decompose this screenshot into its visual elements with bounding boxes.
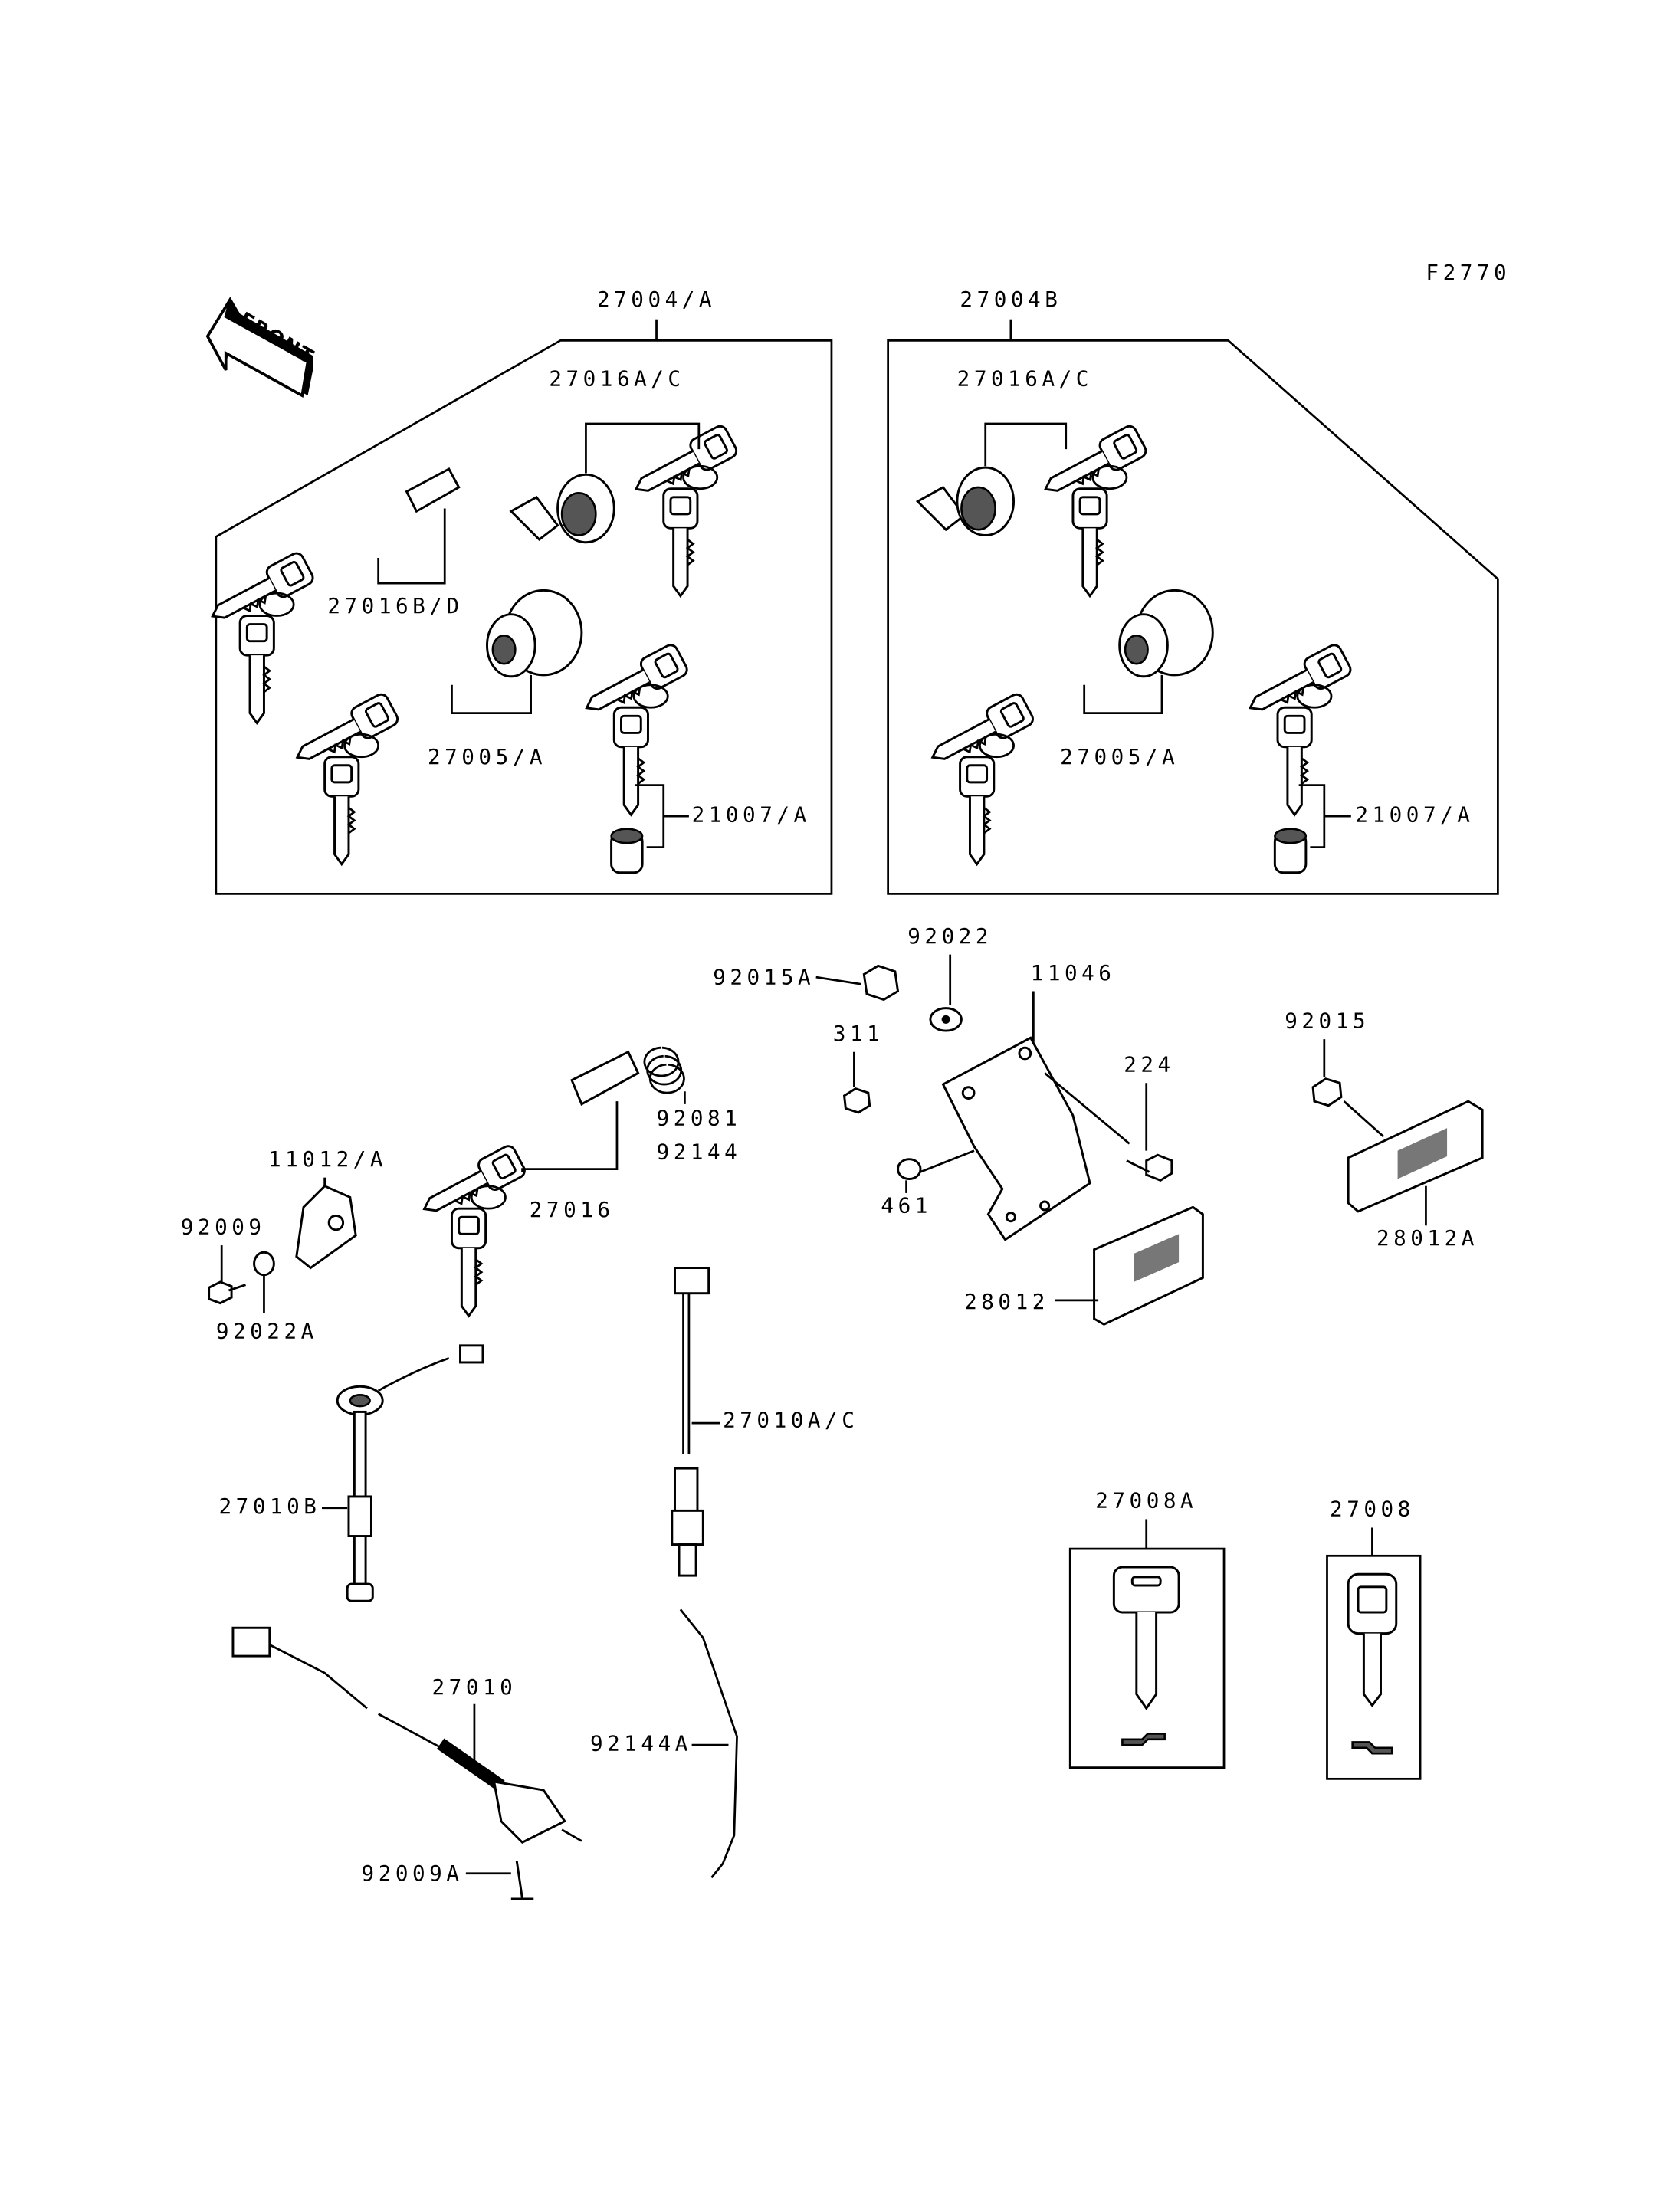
- label-92081: 92081: [657, 1105, 742, 1130]
- rod-92144a: 92144A: [590, 1608, 738, 1879]
- label-92009a: 92009A: [362, 1861, 464, 1886]
- label-21007a-b: 21007/A: [1355, 802, 1474, 827]
- label-27010: 27010: [432, 1674, 517, 1700]
- main-switch-part-b: [1118, 589, 1214, 678]
- label-92009: 92009: [181, 1214, 266, 1239]
- key-blank-27008: 27008: [1326, 1497, 1422, 1780]
- label-28012a: 28012A: [1376, 1225, 1478, 1251]
- label-27016bd-a: 27016B/D: [327, 593, 463, 618]
- label-92022: 92022: [907, 923, 993, 949]
- label-27004b: 27004B: [960, 287, 1061, 312]
- switch-27010b: 27010B: [219, 1344, 484, 1602]
- kit-box-27004a: 27004/A 27016A/C 27016B/D 27005/A 21007/…: [205, 287, 833, 895]
- lock-assembly-27016: 92081 92144 27016 11012/A 92009 92022A: [181, 1046, 742, 1344]
- lock-cylinder-part: [405, 467, 461, 513]
- label-27005a-a: 27005/A: [428, 744, 546, 769]
- reflector-28012: [1093, 1205, 1204, 1326]
- reflector-28012a: 92015 28012A: [1285, 1008, 1484, 1251]
- ignition-lock-part-b: [915, 466, 1016, 537]
- label-311: 311: [833, 1021, 884, 1046]
- label-27010ac: 27010A/C: [723, 1408, 858, 1433]
- label-21007a-a: 21007/A: [692, 802, 811, 827]
- cap-part-b: [1273, 828, 1308, 874]
- label-11046: 11046: [1031, 960, 1116, 985]
- key-blank-27008a: 27008A: [1068, 1488, 1226, 1769]
- label-92015: 92015: [1285, 1008, 1370, 1033]
- label-27016: 27016: [530, 1197, 615, 1222]
- label-11012a: 11012/A: [268, 1146, 387, 1172]
- label-27016ac-a: 27016A/C: [549, 366, 684, 391]
- label-92022a: 92022A: [216, 1319, 318, 1344]
- cap-part: [610, 828, 644, 874]
- label-92015a: 92015A: [713, 964, 815, 989]
- switch-27010: 27010 92009A: [231, 1626, 582, 1900]
- main-switch-part: [486, 589, 583, 678]
- bracket-cluster: 92015A 92022 11046 311 224 461 28012: [713, 923, 1204, 1326]
- label-27008: 27008: [1330, 1497, 1415, 1522]
- label-27010b: 27010B: [219, 1494, 321, 1519]
- label-92144: 92144: [657, 1139, 742, 1165]
- label-27005a-b: 27005/A: [1060, 744, 1179, 769]
- label-92144a: 92144A: [590, 1731, 692, 1756]
- label-461: 461: [881, 1193, 931, 1218]
- label-27016ac-b: 27016A/C: [957, 366, 1093, 391]
- switch-27010ac: 27010A/C: [671, 1267, 858, 1577]
- label-27004a: 27004/A: [597, 287, 716, 312]
- label-27008a: 27008A: [1095, 1488, 1197, 1513]
- figure-code: F2770: [1426, 260, 1511, 285]
- front-arrow-icon: FRONT: [205, 297, 318, 398]
- label-224: 224: [1124, 1052, 1174, 1077]
- ignition-lock-part: [509, 473, 615, 544]
- label-28012: 28012: [964, 1289, 1049, 1314]
- kit-box-27004b: 27004B 27016A/C 27005/A 21007/A: [887, 287, 1499, 895]
